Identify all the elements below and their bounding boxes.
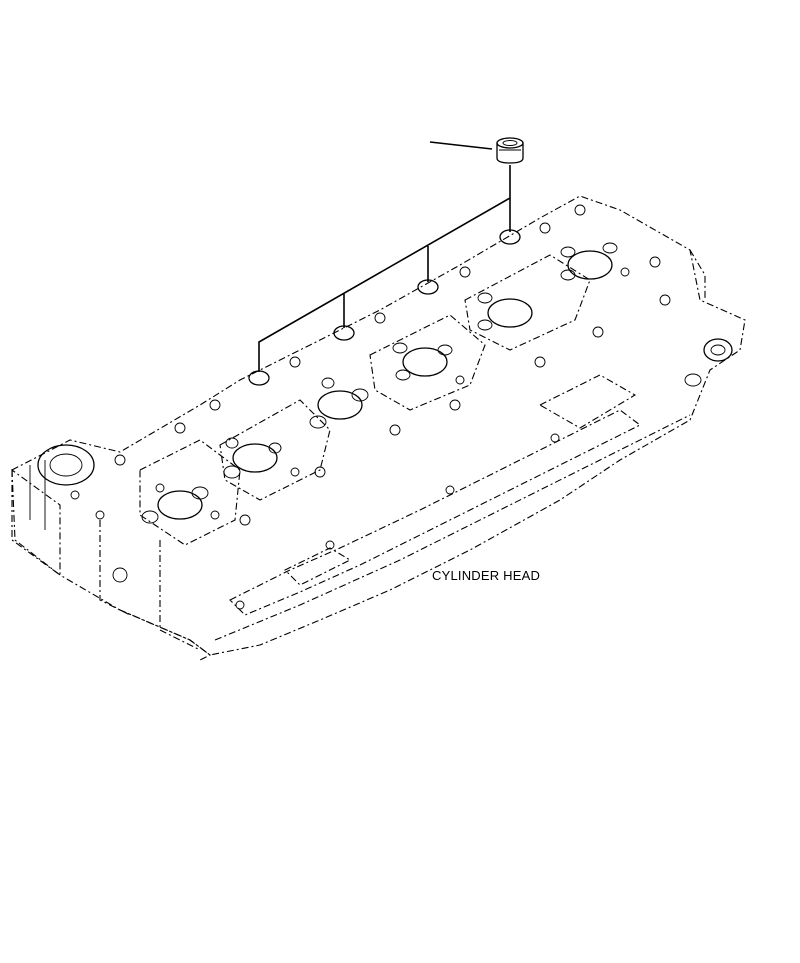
bolt-holes: [70, 204, 671, 610]
cylinder-ports: [139, 242, 630, 546]
cylinder-1: [139, 437, 282, 546]
cylinder-head-label: CYLINDER HEAD: [432, 568, 541, 583]
cylinder-2: [219, 377, 369, 501]
plug-part: [496, 137, 524, 164]
reference-leader-line: [429, 141, 493, 150]
plug-leader-lines: [258, 165, 511, 372]
cylinder-3: [369, 314, 486, 411]
plug-ports: [248, 229, 521, 386]
cylinder-head-outline: [11, 195, 746, 661]
cylinder-4: [464, 242, 630, 351]
